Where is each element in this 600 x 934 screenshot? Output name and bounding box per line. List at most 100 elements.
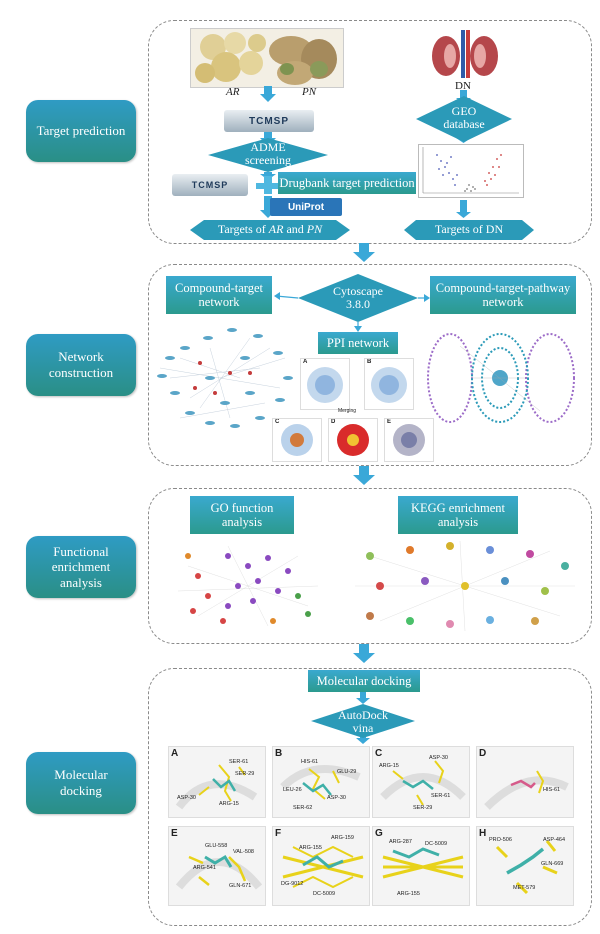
geo-label: GEO database: [443, 104, 485, 132]
residue-label: LEU-26: [283, 787, 302, 793]
residue-label: DC-5009: [425, 841, 448, 847]
docking-panel-a: A SER-61 SER-29 ASP-30 ARG-15: [168, 746, 266, 818]
ppi-panel-b: B: [364, 358, 414, 410]
volcano-plot: [418, 144, 524, 198]
volcano-plot-art: [422, 147, 519, 194]
docking-panel-h: H PRO-506 ASP-464 GLN-669 MET-579: [476, 826, 574, 906]
tcmsp-logo-text: TCMSP: [191, 180, 229, 190]
ppi-panel-e-graph: [393, 424, 425, 456]
stage-network-construction: Network construction: [26, 334, 136, 396]
residue-label: ARG-287: [389, 839, 412, 845]
section-target-prediction: [148, 20, 592, 244]
docking-panel-f-art: [282, 845, 364, 889]
ctp-label: Compound-target-pathway network: [435, 280, 571, 309]
docking-panel-g: G ARG-287 DC-5009 ARG-155: [372, 826, 470, 906]
residue-label: ARG-155: [397, 891, 420, 897]
panel-letter: C: [375, 748, 383, 759]
panel-letter: C: [275, 419, 280, 425]
kidney-image: [428, 30, 502, 78]
panel-letter: H: [479, 828, 487, 839]
cytoscape-label: Cytoscape 3.8.0: [333, 284, 383, 312]
residue-label: DC-5009: [313, 891, 336, 897]
residue-label: SER-61: [229, 759, 249, 765]
ctp-network-graph: [427, 333, 575, 423]
residue-label: HIS-61: [543, 787, 561, 793]
tcmsp-logo-text: TCMSP: [249, 115, 289, 127]
residue-label: VAL-508: [233, 849, 254, 855]
section4-arrows: [356, 692, 370, 744]
docking-panel-d-art: [484, 770, 569, 810]
uniprot-logo-text: UniProt: [287, 201, 325, 213]
stage-functional-enrichment: Functional enrichment analysis: [26, 536, 136, 598]
docking-panel-c-art: [380, 760, 466, 806]
docking-panel-c: C ASP-30 ARG-15 SER-61 SER-29: [372, 746, 470, 818]
stage-label: Network construction: [48, 349, 114, 380]
ppi-panel-e: E: [384, 418, 434, 462]
tcmsp-logo-small: TCMSP: [172, 174, 248, 196]
ppi-panel-d-graph: [337, 424, 369, 456]
residue-label: SER-29: [235, 771, 255, 777]
section2-arrows: [274, 292, 430, 485]
geo-diamond: [416, 96, 512, 142]
residue-label: ARG-15: [219, 801, 239, 807]
residue-label: GLN-669: [541, 861, 564, 867]
drugbank-box: Drugbank target prediction: [278, 172, 416, 194]
ppi-panel-c-graph: [281, 424, 313, 456]
molecular-docking-label: Molecular docking: [316, 673, 412, 688]
ppi-panel-b-graph: [371, 367, 407, 403]
stage-label: Functional enrichment analysis: [51, 543, 111, 590]
targets-ar-pn-shape: [190, 220, 350, 240]
docking-panel-h-art: [495, 840, 558, 895]
compound-target-label: Compound-target network: [175, 280, 263, 309]
stage-label: Molecular docking: [54, 767, 108, 798]
kidney-icon: [432, 30, 498, 78]
uniprot-logo: UniProt: [270, 198, 342, 216]
panel-letter: E: [387, 419, 392, 425]
residue-label: ARG-15: [379, 763, 399, 769]
residue-label: ASP-30: [327, 795, 346, 801]
panel-letter: A: [303, 359, 308, 365]
targets-prefix: Targets of: [217, 222, 269, 236]
drugbank-label: Drugbank target prediction: [279, 175, 415, 190]
targets-pn: PN: [306, 222, 323, 236]
targets-and: and: [283, 222, 307, 236]
ppi-label: PPI network: [326, 335, 390, 350]
residue-label: GLU-558: [205, 843, 228, 849]
residue-label: MET-579: [513, 885, 536, 891]
docking-panel-g-art: [382, 847, 464, 879]
residue-label: ARG-159: [331, 835, 354, 841]
ppi-panel-d: D: [328, 418, 378, 462]
panel-letter: E: [171, 828, 178, 839]
stage-molecular-docking: Molecular docking: [26, 752, 136, 814]
residue-label: GLN-671: [229, 883, 252, 889]
targets-dn-shape: [404, 220, 534, 240]
compound-target-network-graph: [157, 328, 293, 428]
ppi-box: PPI network: [318, 332, 398, 354]
residue-label: HIS-61: [301, 759, 319, 765]
docking-panel-d: D HIS-61: [476, 746, 574, 818]
panel-letter: D: [479, 748, 487, 759]
ppi-panel-c: C: [272, 418, 322, 462]
cytoscape-diamond: [298, 274, 418, 322]
ctp-box: Compound-target-pathway network: [430, 276, 576, 314]
kegg-network-graph: [355, 540, 575, 632]
go-network-graph: [177, 545, 319, 627]
docking-panel-a-art: [175, 764, 258, 810]
residue-label: SER-29: [413, 805, 433, 811]
residue-label: GLU-29: [337, 769, 357, 775]
molecular-docking-box: Molecular docking: [308, 670, 420, 692]
panel-letter: B: [275, 748, 283, 759]
panel-letter: F: [275, 828, 282, 839]
residue-label: ARG-155: [299, 845, 322, 851]
docking-panel-e-art: [175, 854, 263, 890]
residue-label: DG-9012: [281, 881, 304, 887]
targets-ar: AR: [268, 222, 284, 236]
herb-photo: [190, 28, 344, 88]
kegg-box: KEGG enrichment analysis: [398, 496, 518, 534]
residue-label: PRO-506: [489, 837, 512, 843]
targets-ar-pn-label: Targets of AR and PN: [190, 222, 350, 237]
section3-arrows: [353, 644, 375, 663]
go-label: GO function analysis: [210, 500, 274, 529]
stage-label: Target prediction: [36, 123, 126, 139]
compound-target-box: Compound-target network: [166, 276, 272, 314]
